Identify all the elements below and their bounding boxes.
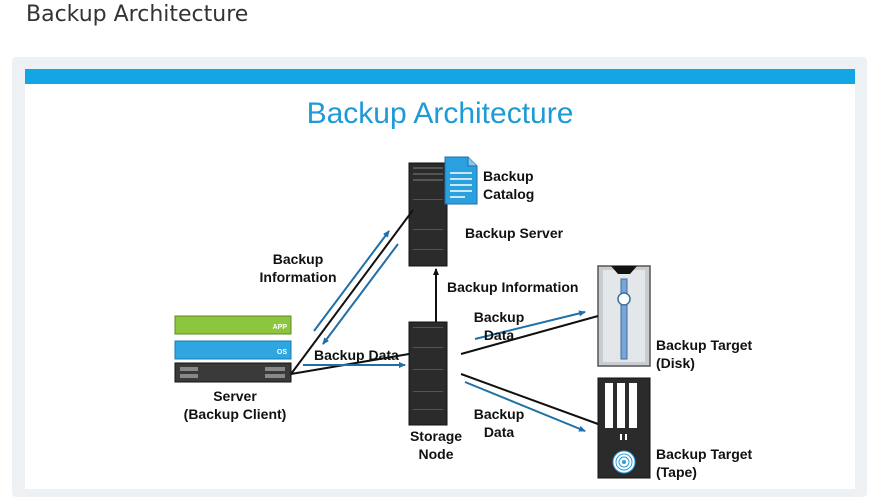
edge-storage-tape-line1: Backup xyxy=(473,406,525,422)
edge-client-server-line2: Information xyxy=(259,269,337,285)
diagram-slide: Backup Architecture xyxy=(25,69,855,489)
edge-storage-disk-line1: Backup xyxy=(473,309,525,325)
tape-target-label-line2: (Tape) xyxy=(656,464,697,480)
storage-node-rack xyxy=(408,321,448,426)
client-server-stack xyxy=(174,315,292,383)
storage-node-label-line1: Storage xyxy=(409,428,463,444)
slide-accent-bar xyxy=(25,69,855,84)
catalog-label-line1: Backup xyxy=(483,168,534,184)
flow-arrows xyxy=(303,230,586,432)
edge-storage-server-label: Backup Information xyxy=(447,279,579,295)
tape-target-device xyxy=(597,377,651,479)
page-heading: Backup Architecture xyxy=(26,2,249,27)
os-badge: OS xyxy=(277,349,287,356)
disk-target-device xyxy=(597,265,651,367)
connection-lines xyxy=(290,209,599,425)
edge-client-storage-label: Backup Data xyxy=(314,347,399,363)
app-badge: APP xyxy=(273,324,288,331)
backup-server-rack xyxy=(408,162,448,267)
edge-storage-tape-line2: Data xyxy=(483,424,515,440)
disk-target-label-line1: Backup Target xyxy=(656,337,753,353)
storage-node-label-line2: Node xyxy=(418,446,454,462)
catalog-label-line2: Catalog xyxy=(483,186,535,202)
edge-client-server-line1: Backup xyxy=(272,251,324,267)
backup-server-label: Backup Server xyxy=(465,225,564,241)
tape-target-label-line1: Backup Target xyxy=(656,446,753,462)
architecture-diagram: APP OS xyxy=(174,156,651,479)
disk-target-label-line2: (Disk) xyxy=(656,355,695,371)
slide-title: Backup Architecture xyxy=(306,97,574,130)
client-label-line1: Server xyxy=(213,388,257,404)
edge-storage-disk-line2: Data xyxy=(483,327,515,343)
client-label-line2: (Backup Client) xyxy=(183,406,287,422)
catalog-document-icon xyxy=(444,156,478,205)
